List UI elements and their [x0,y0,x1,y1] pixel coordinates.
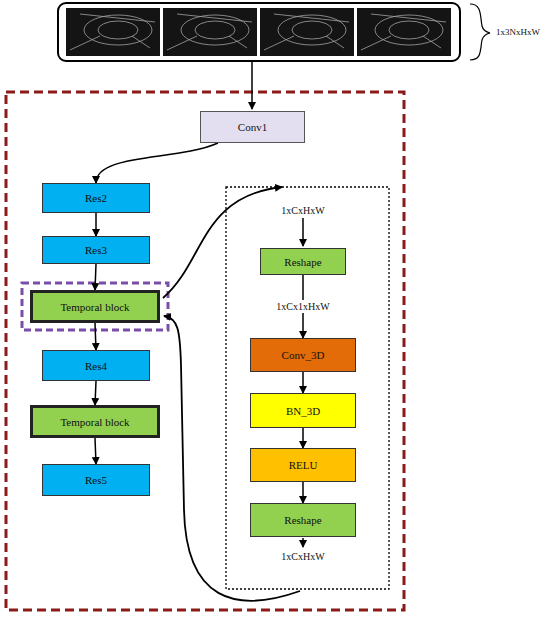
box-label: Res3 [85,244,107,256]
curly-brace [470,4,490,60]
box-label: Conv1 [238,121,267,133]
res-stage-box: Res2 [42,183,150,213]
reshape-box: Reshape [250,503,356,537]
box-label: BN_3D [286,405,320,417]
flow-arrow [95,381,96,405]
shape-arrow [302,538,304,547]
box-label: Conv_3D [282,349,325,361]
tensor-shape-label: 1xCxHxW [281,551,324,562]
relu-box: RELU [250,448,356,482]
res-stage-box: Res5 [42,464,150,496]
box-label: Reshape [284,514,321,526]
detail-region [226,187,389,589]
tensor-shape-label: 1xCx1xHxW [273,300,332,313]
conv3d-box: Conv_3D [250,338,356,372]
box-label: Res4 [85,360,107,372]
frame-strip [58,3,460,61]
flow-arrow [95,264,96,290]
network-region [6,92,404,610]
flow-arrow [95,213,97,236]
flow-arrow [302,372,304,393]
batchnorm-box: BN_3D [250,393,356,428]
expand-curve [163,187,282,298]
shape-arrow [302,218,304,246]
temporal-block-box: Temporal block [30,290,160,323]
highlight-outline [22,283,168,330]
box-label: Temporal block [60,416,129,428]
tensor-shape-label: 1xCxHxW [281,205,324,216]
flow-arrow [96,143,218,183]
res-stage-box: Res4 [42,350,150,381]
input-arrow [251,62,253,109]
box-label: Res5 [85,474,107,486]
box-label: Res2 [85,192,107,204]
res-stage-box: Res3 [42,236,150,264]
box-label: RELU [289,459,318,471]
box-label: Temporal block [60,301,129,313]
flow-arrow [302,482,304,503]
reshape-box: Reshape [260,248,346,275]
temporal-block-box: Temporal block [30,405,160,438]
lidar-frames [66,6,451,58]
box-label: Reshape [284,256,321,268]
input-shape-label: 1x3NxHxW [496,27,540,37]
flow-arrow [302,428,304,448]
flow-arrow [95,323,96,350]
stem-conv-box: Conv1 [200,111,305,143]
flow-arrow [95,438,96,464]
